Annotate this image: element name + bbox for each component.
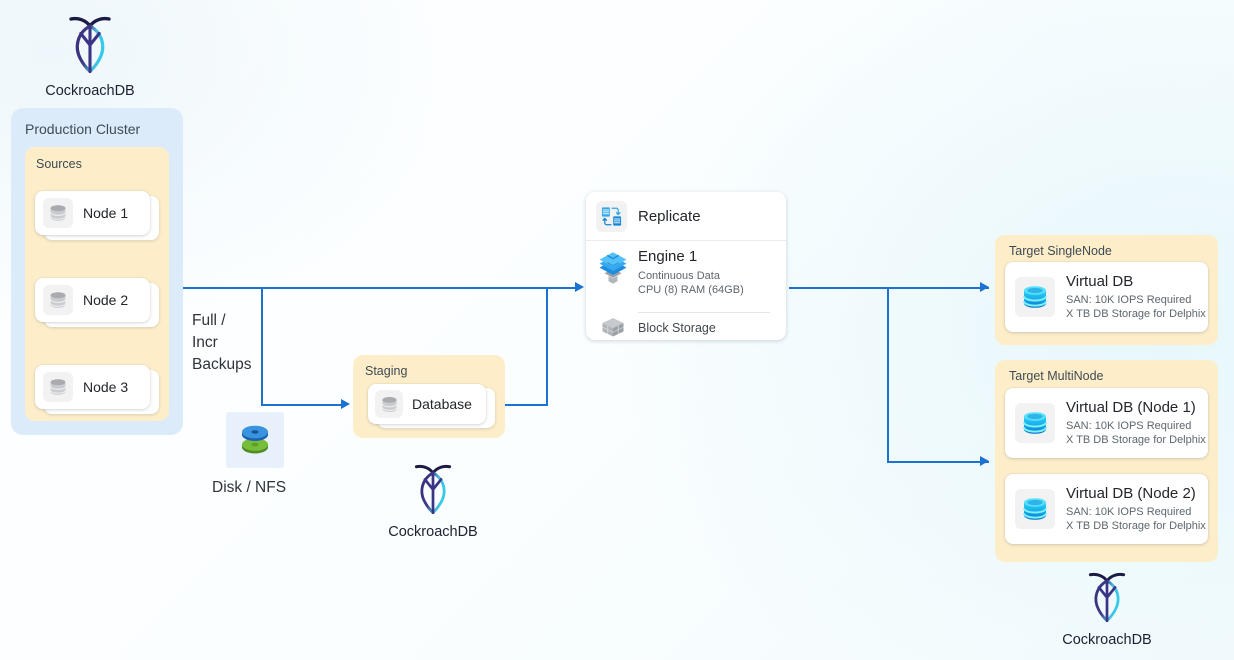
node-card-label: Node 1 [83,205,129,221]
backups-label: Full / Incr Backups [192,312,252,373]
block-storage-icon [596,314,630,342]
arrowhead-into-multinode [980,456,989,466]
virtual-db-card-single[interactable]: Virtual DB SAN: 10K IOPS Required X TB D… [1005,262,1208,332]
virtual-db-sub-2: X TB DB Storage for Delphix [1066,308,1206,320]
database-cylinder-icon [375,390,403,418]
node-card-label: Node 2 [83,292,129,308]
connector-branch-down-staging [261,287,263,406]
logo-caption: CockroachDB [45,83,135,99]
virtual-db-icon [1015,403,1055,443]
virtual-db-text: Virtual DB (Node 2) SAN: 10K IOPS Requir… [1066,485,1206,533]
virtual-db-sub-1: SAN: 10K IOPS Required [1066,420,1192,432]
cockroachdb-logo-icon [414,464,452,515]
virtual-db-label: Virtual DB (Node 1) [1066,399,1196,416]
engine-text: Engine 1 Continuous Data CPU (8) RAM (64… [638,248,744,297]
disk-nfs-label: Disk / NFS [212,479,287,496]
connector-branch-down-multinode [887,287,889,462]
virtual-db-card-node2[interactable]: Virtual DB (Node 2) SAN: 10K IOPS Requir… [1005,474,1208,544]
logo-caption: CockroachDB [1062,632,1152,648]
replicate-header[interactable]: Replicate [586,192,786,241]
arrowhead-into-staging [341,399,350,409]
sources-title: Sources [36,157,82,171]
disk-stack-icon [242,425,268,454]
cockroachdb-logo-icon [1088,572,1126,623]
engine-label: Engine 1 [638,248,698,265]
replicate-label: Replicate [638,207,701,225]
connector-to-multinode [887,461,989,463]
database-cylinder-icon [43,285,73,315]
virtual-db-text: Virtual DB (Node 1) SAN: 10K IOPS Requir… [1066,399,1206,447]
engine-cluster-icon [596,248,630,290]
logo-caption: CockroachDB [388,524,478,540]
database-cylinder-icon [43,198,73,228]
virtual-db-label: Virtual DB (Node 2) [1066,485,1196,502]
logo-target: CockroachDB [1047,570,1167,648]
disk-nfs-tile [226,412,284,468]
cockroachdb-logo-icon [69,16,111,74]
virtual-db-card-node1[interactable]: Virtual DB (Node 1) SAN: 10K IOPS Requir… [1005,388,1208,458]
engine-row[interactable]: Engine 1 Continuous Data CPU (8) RAM (64… [596,248,744,297]
engine-divider [638,312,770,313]
block-storage-label: Block Storage [638,321,716,335]
replicate-card[interactable]: Replicate [586,192,786,340]
virtual-db-icon [1015,489,1055,529]
block-storage-row[interactable]: Block Storage [596,314,716,342]
virtual-db-sub-1: SAN: 10K IOPS Required [1066,506,1192,518]
virtual-db-text: Virtual DB SAN: 10K IOPS Required X TB D… [1066,273,1206,321]
virtual-db-sub-2: X TB DB Storage for Delphix [1066,434,1206,446]
arrowhead-into-singlenode [980,282,989,292]
connector-to-staging [261,404,343,406]
virtual-db-label: Virtual DB [1066,273,1134,290]
node-card-label: Node 3 [83,379,129,395]
database-cylinder-icon [43,372,73,402]
node-card-1[interactable]: Node 1 [35,191,150,235]
engine-sub-1: Continuous Data [638,270,720,282]
engine-sub-2: CPU (8) RAM (64GB) [638,284,744,296]
node-card-2[interactable]: Node 2 [35,278,150,322]
staging-title: Staging [365,364,408,378]
logo-top-left: CockroachDB [30,14,150,99]
target-multinode-title: Target MultiNode [1009,369,1104,383]
production-cluster-title: Production Cluster [25,121,141,137]
logo-staging: CockroachDB [374,462,492,540]
replicate-icon [596,200,627,232]
staging-database-label: Database [412,396,472,412]
target-singlenode-title: Target SingleNode [1009,244,1112,258]
arrowhead-into-replicate [575,282,584,292]
staging-database-card[interactable]: Database [368,384,486,424]
virtual-db-sub-1: SAN: 10K IOPS Required [1066,294,1192,306]
connector-sources-to-replicate [183,287,575,289]
virtual-db-icon [1015,277,1055,317]
connector-staging-up [546,287,548,406]
virtual-db-sub-2: X TB DB Storage for Delphix [1066,520,1206,532]
connector-replicate-to-singlenode [789,287,989,289]
connector-staging-out [505,404,548,406]
node-card-3[interactable]: Node 3 [35,365,150,409]
